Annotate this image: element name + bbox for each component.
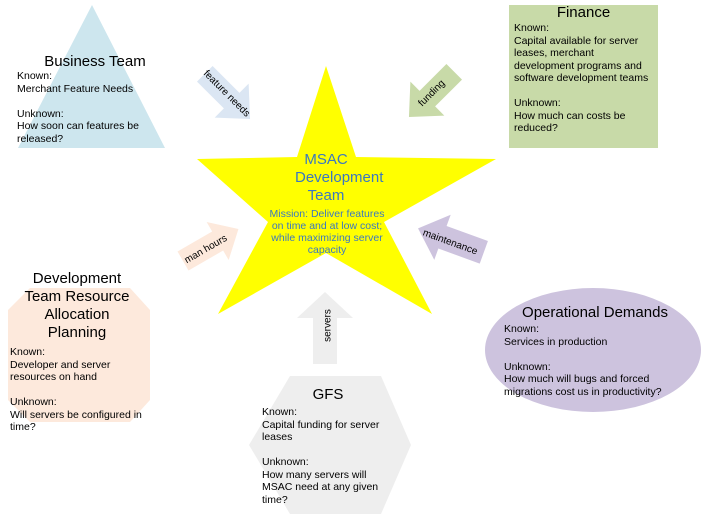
servers-arrow [297,292,353,364]
feature-needs-arrow [197,66,251,120]
gfs-hexagon [249,376,411,514]
business-team-title: Business Team [44,53,146,70]
gfs-body: Known: Capital funding for server leases… [262,406,380,506]
business-team-triangle [18,5,165,148]
business-team-body: Known: Merchant Feature Needs Unknown: H… [17,70,139,145]
gfs-title: GFS [312,386,344,403]
operational-ellipse [485,288,701,412]
operational-body: Known: Services in production Unknown: H… [504,323,662,398]
servers-label: servers [322,309,334,342]
finance-title: Finance [556,4,611,21]
center-mission: Mission: Deliver features on time and at… [269,208,385,256]
finance-body: Known: Capital available for server leas… [514,22,649,134]
dev-team-title: Development Team Resource Allocation Pla… [24,270,130,341]
dev-team-octagon [8,288,150,422]
operational-title: Operational Demands [522,304,668,321]
center-title: MSAC Development Team [295,151,384,204]
funding-arrow [408,64,462,118]
maintenance-arrow [418,214,488,264]
finance-box [509,5,658,148]
man-hours-arrow [177,221,239,271]
dev-team-body: Known: Developer and server resources on… [10,346,142,433]
center-star [197,66,496,314]
